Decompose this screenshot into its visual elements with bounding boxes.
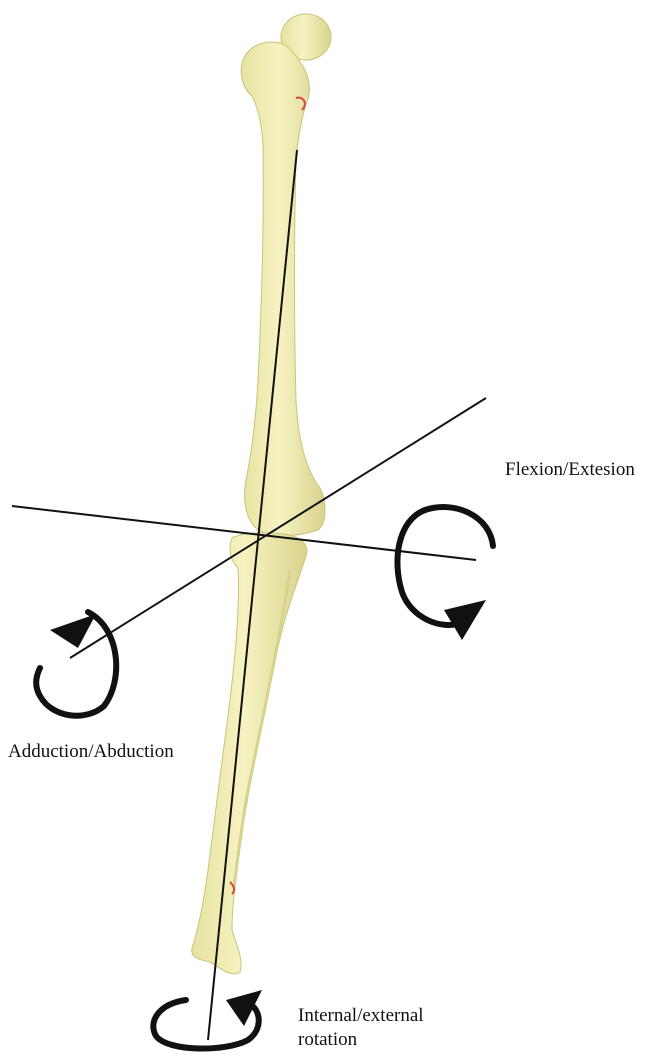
adduction-abduction-label: Adduction/Abduction [8,740,174,764]
tibia-fibula-bone [192,533,307,974]
rotation-label-line2: rotation [298,1028,424,1052]
tibia [192,533,307,974]
rotation-label-line1: Internal/external [298,1004,424,1028]
adduction-abduction-arrow-icon [36,612,116,716]
femur-bone [241,14,331,536]
internal-external-rotation-label: Internal/external rotation [298,1004,424,1052]
flexion-extension-arrow-icon [397,507,493,640]
flexion-extension-label: Flexion/Extesion [505,458,635,482]
